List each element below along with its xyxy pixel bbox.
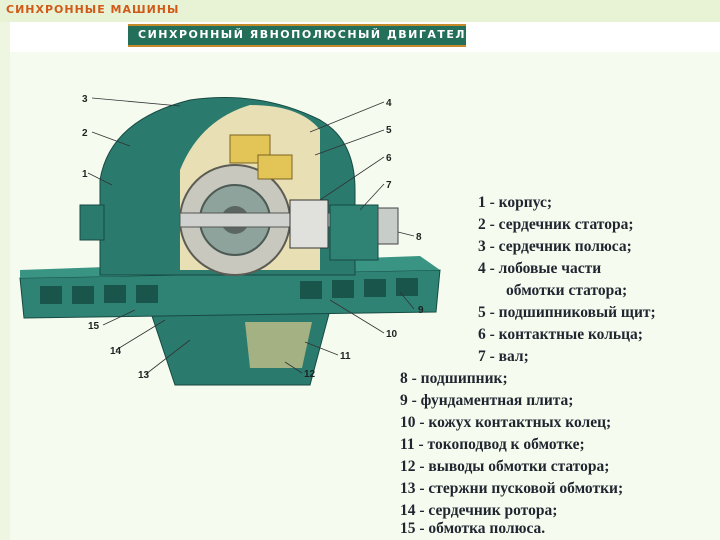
callout-14: 14 bbox=[110, 346, 122, 357]
callout-1: 1 bbox=[82, 169, 88, 180]
motor-illustration: 3 2 1 4 5 6 7 8 9 15 10 14 11 13 12 bbox=[19, 94, 441, 386]
legend-item-12: 12 - выводы обмотки статора; bbox=[400, 458, 610, 475]
callout-3: 3 bbox=[82, 94, 88, 105]
page-title: СИНХРОННЫЙ ЯВНОПОЛЮСНЫЙ ДВИГАТЕЛЬ bbox=[138, 28, 476, 41]
callout-9: 9 bbox=[418, 305, 424, 316]
callout-13: 13 bbox=[138, 370, 150, 381]
slip-ring-cover bbox=[289, 199, 329, 249]
legend-item-10: 10 - кожух контактных колец; bbox=[400, 414, 612, 431]
callout-10: 10 bbox=[386, 329, 398, 340]
legend-item-11: 11 - токоподвод к обмотке; bbox=[400, 436, 585, 453]
legend-item-3: 3 - сердечник полюса; bbox=[478, 238, 632, 255]
legend-item-2: 2 - сердечник статора; bbox=[478, 216, 634, 233]
callout-6: 6 bbox=[386, 153, 392, 164]
title-bar: СИНХРОННЫЙ ЯВНОПОЛЮСНЫЙ ДВИГАТЕЛЬ bbox=[128, 24, 474, 47]
callout-12: 12 bbox=[304, 369, 316, 380]
callout-4: 4 bbox=[386, 98, 392, 109]
left-bearing bbox=[79, 204, 105, 241]
legend-item-6: 6 - контактные кольца; bbox=[478, 326, 643, 343]
legend-item-14: 14 - сердечник ротора; bbox=[400, 502, 558, 519]
stator-winding-exit bbox=[245, 322, 312, 368]
legend-item-4: 4 - лобовые части bbox=[478, 260, 602, 277]
callout-7: 7 bbox=[386, 180, 392, 191]
legend-item-5: 5 - подшипниковый щит; bbox=[478, 304, 656, 321]
callout-2: 2 bbox=[82, 128, 88, 139]
legend-item-8: 8 - подшипник; bbox=[400, 370, 508, 387]
callout-5: 5 bbox=[386, 125, 392, 136]
leader-lines bbox=[87, 97, 415, 375]
legend-item-1: 1 - корпус; bbox=[478, 194, 553, 211]
legend-item-9: 9 - фундаментная плита; bbox=[400, 392, 574, 409]
callout-8: 8 bbox=[416, 232, 422, 243]
callout-15: 15 bbox=[88, 321, 100, 332]
legend-item-7: 7 - вал; bbox=[478, 348, 529, 365]
legend-item-15: 15 - обмотка полюса. bbox=[400, 520, 546, 537]
pole-pieces bbox=[229, 134, 293, 180]
callout-11: 11 bbox=[340, 351, 351, 362]
legend-item-4-cont: обмотки статора; bbox=[506, 282, 628, 299]
section-title: СИНХРОННЫЕ МАШИНЫ bbox=[6, 3, 180, 16]
legend-item-13: 13 - стержни пусковой обмотки; bbox=[400, 480, 624, 497]
plate-slots bbox=[40, 278, 418, 304]
left-stripe bbox=[0, 22, 10, 540]
bearing-pedestal bbox=[329, 204, 379, 261]
bearing-flange bbox=[377, 207, 399, 245]
header-strip bbox=[0, 0, 720, 22]
